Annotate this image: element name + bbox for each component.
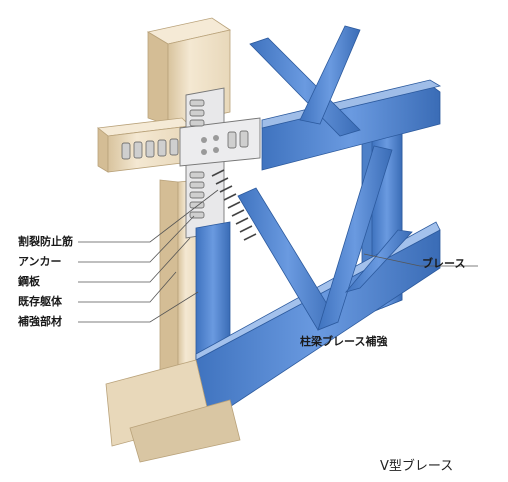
anchor-row-right [227,130,249,149]
label-column-beam-brace-reinforcement: 柱梁ブレース補強 [300,335,388,348]
label-anchor: アンカー [18,255,62,268]
leader-anchor [78,215,195,263]
leader-reinforcing-member [78,291,199,323]
leader-split-prevention [78,189,219,243]
label-reinforcing-member: 補強部材 [18,315,62,328]
leader-lines [78,189,478,323]
leader-steel-plate [78,237,191,283]
label-existing-frame: 既存躯体 [18,295,62,308]
leader-brace [363,253,478,267]
reinforcing-frame [105,25,442,463]
label-brace: ブレース [422,257,466,270]
leader-existing-frame [78,271,177,303]
anchor-row-left [121,138,179,160]
anchor-row-vertical [189,99,205,219]
label-steel-plate: 鋼板 [18,275,40,288]
label-split-prevention-bar: 割裂防止筋 [18,235,73,248]
figure-caption: V型ブレース [380,459,454,474]
split-prevention-spiral [211,169,257,241]
